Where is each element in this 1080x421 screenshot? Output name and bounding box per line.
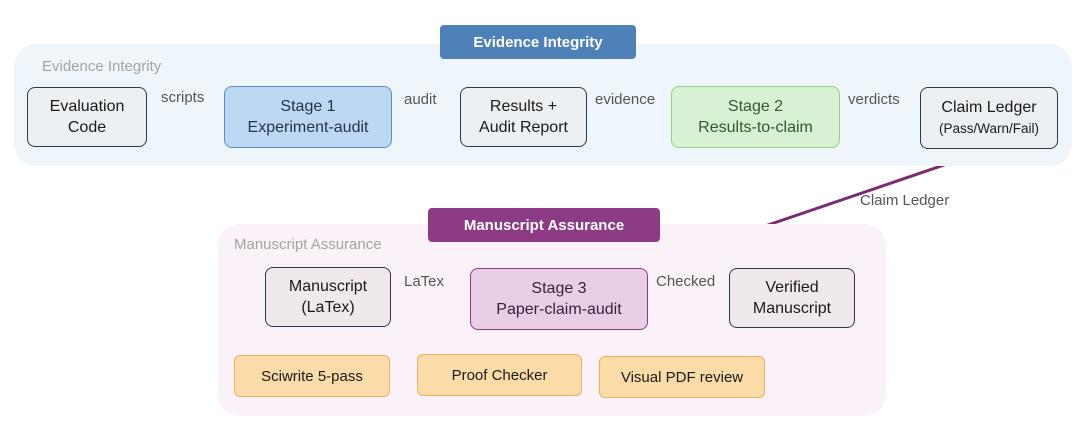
tool-visual-pdf-review: Visual PDF review xyxy=(599,356,765,398)
node-line: Results + xyxy=(489,98,558,115)
node-line: (Pass/Warn/Fail) xyxy=(938,121,1039,136)
stage1-node: Stage 1 Experiment-audit xyxy=(224,86,392,148)
edge-label-evidence: evidence xyxy=(595,91,656,108)
stage3-node: Stage 3 Paper-claim-audit xyxy=(470,268,648,330)
verified-manuscript-node: Verified Manuscript xyxy=(729,268,855,328)
node-line: Manuscript xyxy=(752,300,832,317)
node-line: Evaluation xyxy=(49,98,125,115)
node-line: Stage 1 xyxy=(280,98,336,115)
evaluation-code-node: Evaluation Code xyxy=(27,87,147,147)
edge-label-checked: Checked xyxy=(656,273,716,290)
evidence-integrity-banner: Evidence Integrity xyxy=(440,25,636,59)
manuscript-latex-node: Manuscript (LaTex) xyxy=(265,267,391,327)
edge-label-audit: audit xyxy=(404,91,437,108)
node-line: Stage 2 xyxy=(727,98,784,115)
node-line: Results-to-claim xyxy=(698,119,813,136)
edge-label-claim-ledger: Claim Ledger xyxy=(860,192,950,209)
node-line: Code xyxy=(67,119,107,136)
node-line: Manuscript xyxy=(288,278,368,295)
evidence-panel-label: Evidence Integrity xyxy=(42,58,162,75)
edge-label-verdicts: verdicts xyxy=(848,91,900,108)
node-line: Paper-claim-audit xyxy=(496,301,622,318)
node-line: (LaTex) xyxy=(301,299,355,316)
node-line: Stage 3 xyxy=(531,280,587,297)
node-line: Verified xyxy=(765,279,819,296)
node-line: Experiment-audit xyxy=(247,119,369,136)
node-line: Audit Report xyxy=(479,119,568,136)
claim-ledger-node: Claim Ledger (Pass/Warn/Fail) xyxy=(920,87,1058,149)
edge-label-latex: LaTex xyxy=(404,273,445,290)
results-audit-report-node: Results + Audit Report xyxy=(460,87,587,147)
manuscript-assurance-banner: Manuscript Assurance xyxy=(428,208,660,242)
node-line: Claim Ledger xyxy=(941,99,1037,116)
tool-proof-checker: Proof Checker xyxy=(417,354,582,396)
edge-label-scripts: scripts xyxy=(161,89,205,106)
stage2-node: Stage 2 Results-to-claim xyxy=(671,86,840,148)
tool-sciwrite: Sciwrite 5-pass xyxy=(234,355,390,397)
manuscript-panel-label: Manuscript Assurance xyxy=(234,236,382,253)
